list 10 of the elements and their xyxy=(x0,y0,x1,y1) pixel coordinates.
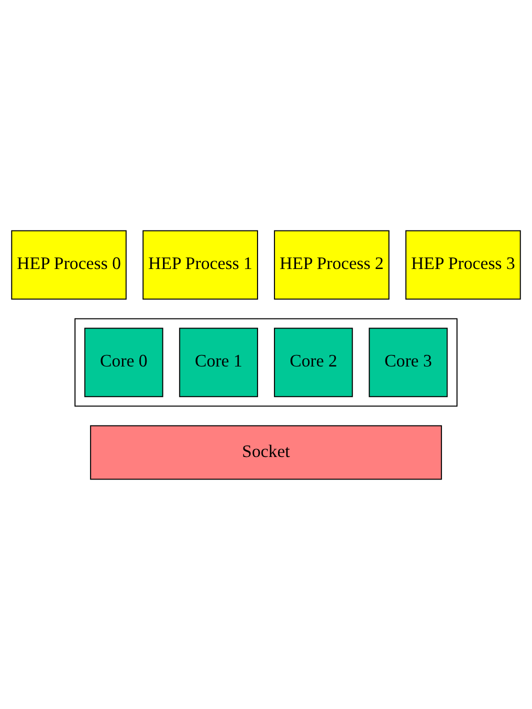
node-box: Core 0 xyxy=(84,327,164,397)
node-box: Core 1 xyxy=(179,327,258,397)
cluster xyxy=(74,318,458,406)
node-box: HEP Process 2 xyxy=(274,230,390,300)
node-box: Socket xyxy=(90,424,442,480)
node-box: HEP Process 3 xyxy=(405,230,521,300)
node-box: HEP Process 1 xyxy=(142,230,258,300)
node-box: Core 2 xyxy=(274,327,353,397)
node-box: Core 3 xyxy=(368,327,448,397)
node-box: HEP Process 0 xyxy=(11,230,127,300)
